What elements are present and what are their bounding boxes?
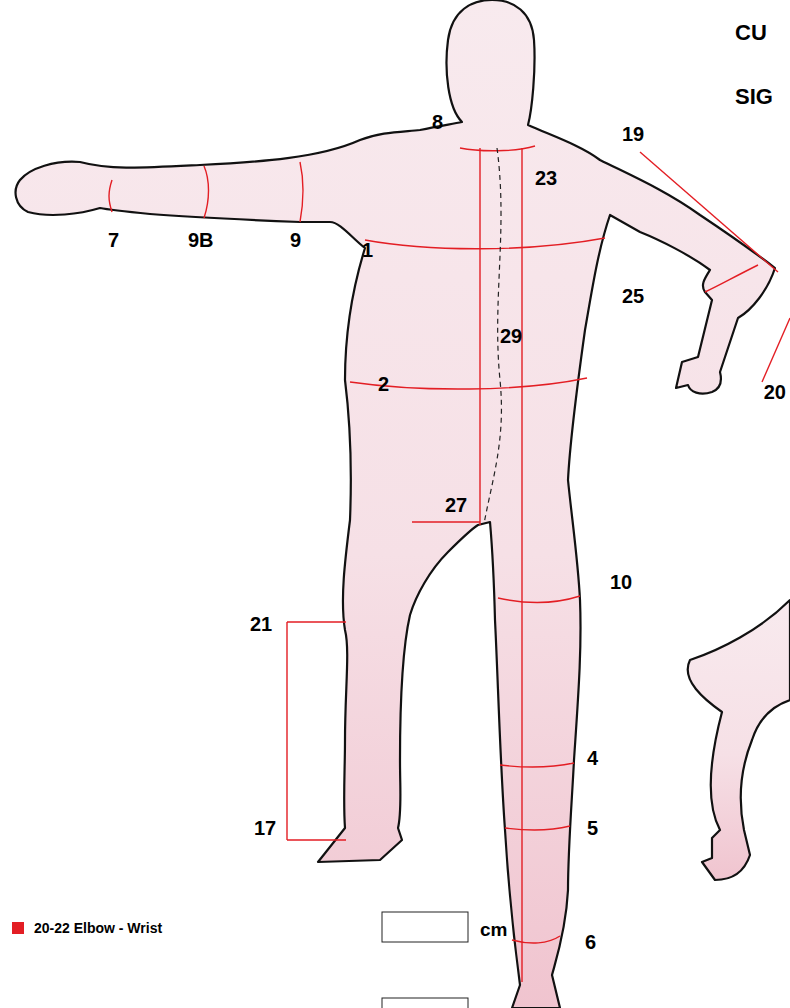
input-box — [382, 998, 468, 1008]
callout-number: 9B — [188, 230, 214, 250]
heading-fragment: CU — [735, 22, 767, 44]
side-figure-outline — [688, 600, 790, 880]
callout-number: 20 — [764, 382, 786, 402]
dashed-line — [484, 148, 501, 524]
callout-number: 19 — [622, 124, 644, 144]
callout-number: 29 — [500, 326, 522, 346]
callout-number: 10 — [610, 572, 632, 592]
callout-number: 8 — [432, 112, 443, 132]
measure-lines — [109, 146, 790, 982]
input-box — [382, 912, 468, 942]
callout-number: 1 — [362, 240, 373, 260]
callout-number: 23 — [535, 168, 557, 188]
callout-number: 27 — [445, 495, 467, 515]
callout-number: 6 — [585, 932, 596, 952]
heading-fragment: SIG — [735, 86, 773, 108]
legend-text: 20-22 Elbow - Wrist — [34, 921, 162, 935]
callout-number: 21 — [250, 614, 272, 634]
unit-label: cm — [480, 920, 507, 939]
callout-number: 5 — [587, 818, 598, 838]
callout-number: 2 — [378, 374, 389, 394]
callout-number: 25 — [622, 286, 644, 306]
legend-swatch — [12, 922, 24, 934]
callout-number: 9 — [290, 230, 301, 250]
callout-number: 17 — [254, 818, 276, 838]
body-outline — [16, 0, 775, 1008]
callout-number: 4 — [587, 748, 598, 768]
callout-number: 7 — [108, 230, 119, 250]
